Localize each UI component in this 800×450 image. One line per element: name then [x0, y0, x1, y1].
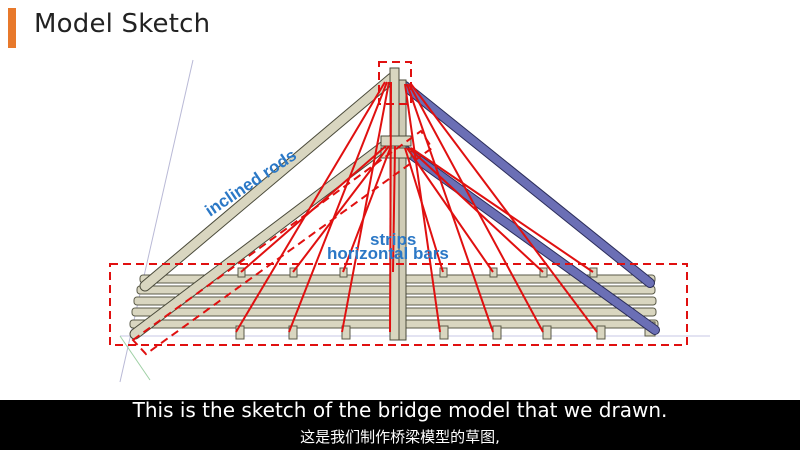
deck-block	[489, 267, 498, 278]
cable	[342, 145, 392, 273]
deck-block	[589, 267, 598, 278]
cable	[406, 147, 494, 273]
deck-block	[439, 267, 448, 278]
axis-line-green	[119, 335, 151, 381]
deck-block	[439, 325, 449, 340]
tower-top-box	[378, 61, 412, 105]
cable	[404, 147, 444, 273]
horizontal-bars-box	[109, 263, 688, 346]
cable	[410, 83, 598, 333]
cable	[235, 81, 386, 333]
tower-crossbar	[380, 135, 412, 147]
cable	[389, 81, 392, 333]
deck-block	[289, 267, 298, 278]
inclined-rod-blue	[401, 146, 659, 334]
slide-title: Model Sketch	[34, 9, 211, 39]
inclined-rods-right	[400, 81, 660, 335]
cable	[288, 81, 388, 333]
tower-post	[398, 79, 407, 341]
deck-block	[539, 267, 548, 278]
deck-block	[542, 325, 552, 340]
title-accent-bar	[8, 8, 16, 48]
deck-block	[288, 325, 298, 340]
cable	[410, 147, 594, 273]
inclined-rod	[130, 135, 397, 339]
cable	[408, 147, 544, 273]
cable	[408, 83, 544, 333]
inclined-rods-label: inclined rods	[202, 145, 300, 220]
cable	[392, 145, 396, 273]
annotation-boxes	[109, 61, 688, 356]
inclined-rod	[140, 73, 397, 291]
subtitle-band	[0, 400, 800, 450]
deck-block	[235, 325, 245, 340]
subtitle-chinese: 这是我们制作桥梁模型的草图,	[300, 428, 500, 446]
inclined-rods-left	[129, 72, 398, 340]
deck-block	[596, 325, 606, 340]
deck-block	[492, 325, 502, 340]
bridge-model-sketch: inclined rods strips horizontal bars	[109, 59, 710, 383]
inclined-rods-box	[131, 129, 434, 356]
deck-block	[341, 325, 351, 340]
inclined-rod-blue	[401, 82, 654, 287]
cable	[341, 81, 390, 333]
subtitle-english: This is the sketch of the bridge model t…	[132, 398, 668, 422]
cable	[406, 83, 494, 333]
horizontal-bars-label: horizontal bars	[327, 244, 449, 263]
strips-label: strips	[370, 230, 416, 249]
cable	[292, 145, 390, 273]
strips-cables	[235, 81, 598, 333]
